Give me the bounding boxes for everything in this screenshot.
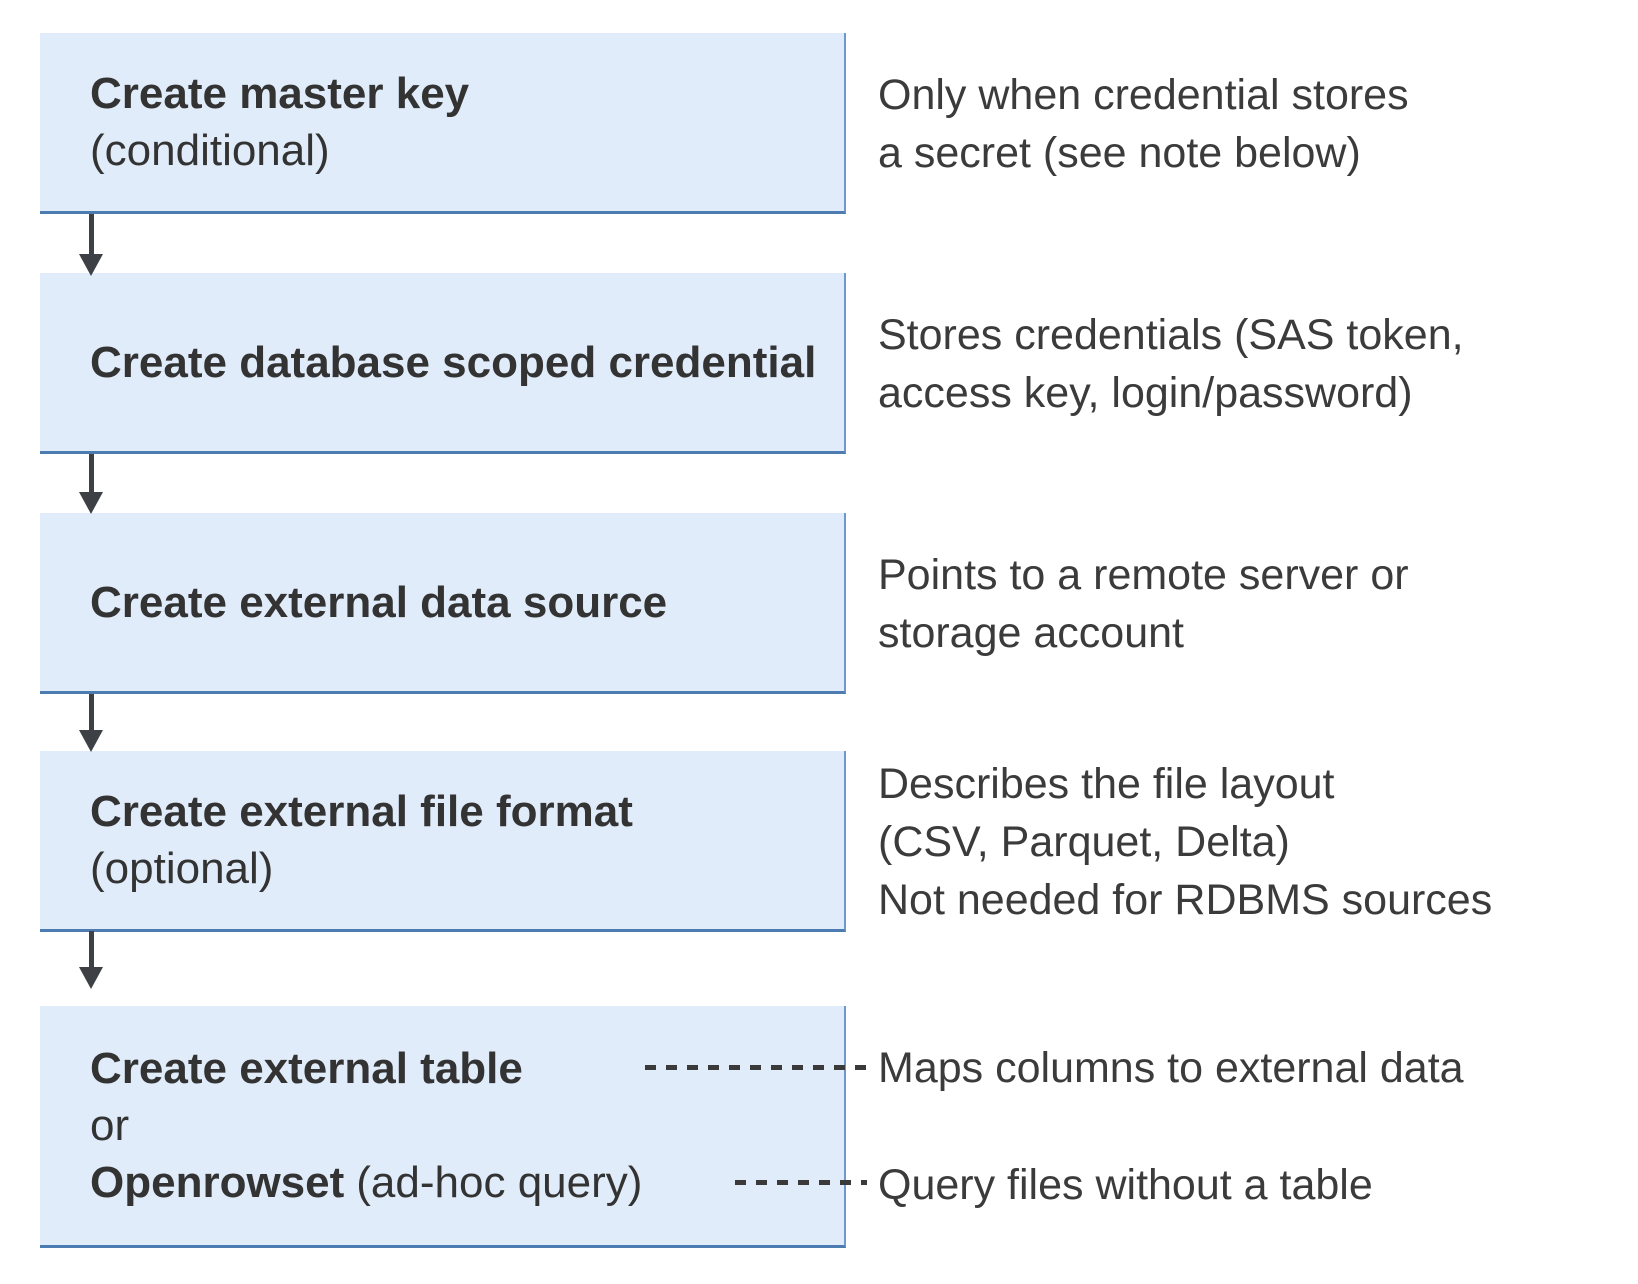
box-title: Create external data source (90, 577, 668, 627)
arrow-stem (89, 931, 94, 969)
box-conjunction: or (90, 1101, 130, 1150)
annotation-line: Query files without a table (878, 1161, 1373, 1209)
annotation-line: Only when credential stores (878, 70, 1409, 119)
box-subtitle: (conditional) (90, 126, 330, 175)
annotation-master-key: Only when credential stores a secret (se… (878, 33, 1618, 214)
annotation-line: Stores credentials (SAS token, (878, 310, 1464, 359)
dashed-connector-external-table (645, 1065, 867, 1070)
dashed-connector-openrowset (735, 1180, 867, 1185)
arrow-stem (89, 214, 94, 256)
arrow-down-icon (79, 931, 104, 989)
box-alt-title: Openrowset (90, 1158, 345, 1207)
annotation-line: access key, login/password) (878, 368, 1413, 417)
arrow-stem (89, 454, 94, 494)
annotation-line: Points to a remote server or (878, 550, 1409, 599)
annotation-database-scoped-credential: Stores credentials (SAS token, access ke… (878, 273, 1618, 454)
flow-box-create-external-table-or-openrowset: Create external table or Openrowset(ad-h… (40, 1006, 846, 1248)
flow-box-create-external-file-format: Create external file format (optional) (40, 751, 846, 932)
annotation-line: (CSV, Parquet, Delta) (878, 817, 1290, 866)
arrow-down-icon (79, 214, 104, 276)
arrow-head (79, 492, 103, 514)
box-title: Create external table (90, 1044, 523, 1093)
box-title: Create database scoped credential (90, 337, 817, 387)
arrow-down-icon (79, 694, 104, 752)
flow-box-create-database-scoped-credential: Create database scoped credential (40, 273, 846, 454)
box-alt-qualifier: (ad-hoc query) (356, 1158, 643, 1207)
box-subtitle: (optional) (90, 844, 274, 893)
annotation-line: a secret (see note below) (878, 128, 1361, 177)
flow-box-create-master-key: Create master key (conditional) (40, 33, 846, 214)
arrow-head (79, 254, 103, 276)
flow-box-create-external-data-source: Create external data source (40, 513, 846, 694)
annotation-openrowset: Query files without a table (878, 1156, 1618, 1214)
annotation-external-table: Maps columns to external data (878, 1039, 1618, 1097)
box-alt-title-line: Openrowset(ad-hoc query) (90, 1154, 824, 1211)
annotation-line: storage account (878, 608, 1184, 657)
arrow-head (79, 730, 103, 752)
annotation-external-file-format: Describes the file layout (CSV, Parquet,… (878, 751, 1618, 932)
annotation-line: Maps columns to external data (878, 1044, 1464, 1092)
box-title: Create external file format (90, 787, 633, 836)
annotation-line: Describes the file layout (878, 759, 1335, 808)
arrow-down-icon (79, 454, 104, 514)
annotation-external-data-source: Points to a remote server or storage acc… (878, 513, 1618, 694)
arrow-stem (89, 694, 94, 732)
annotation-line: Not needed for RDBMS sources (878, 875, 1493, 924)
arrow-head (79, 967, 103, 989)
box-title: Create master key (90, 69, 470, 118)
